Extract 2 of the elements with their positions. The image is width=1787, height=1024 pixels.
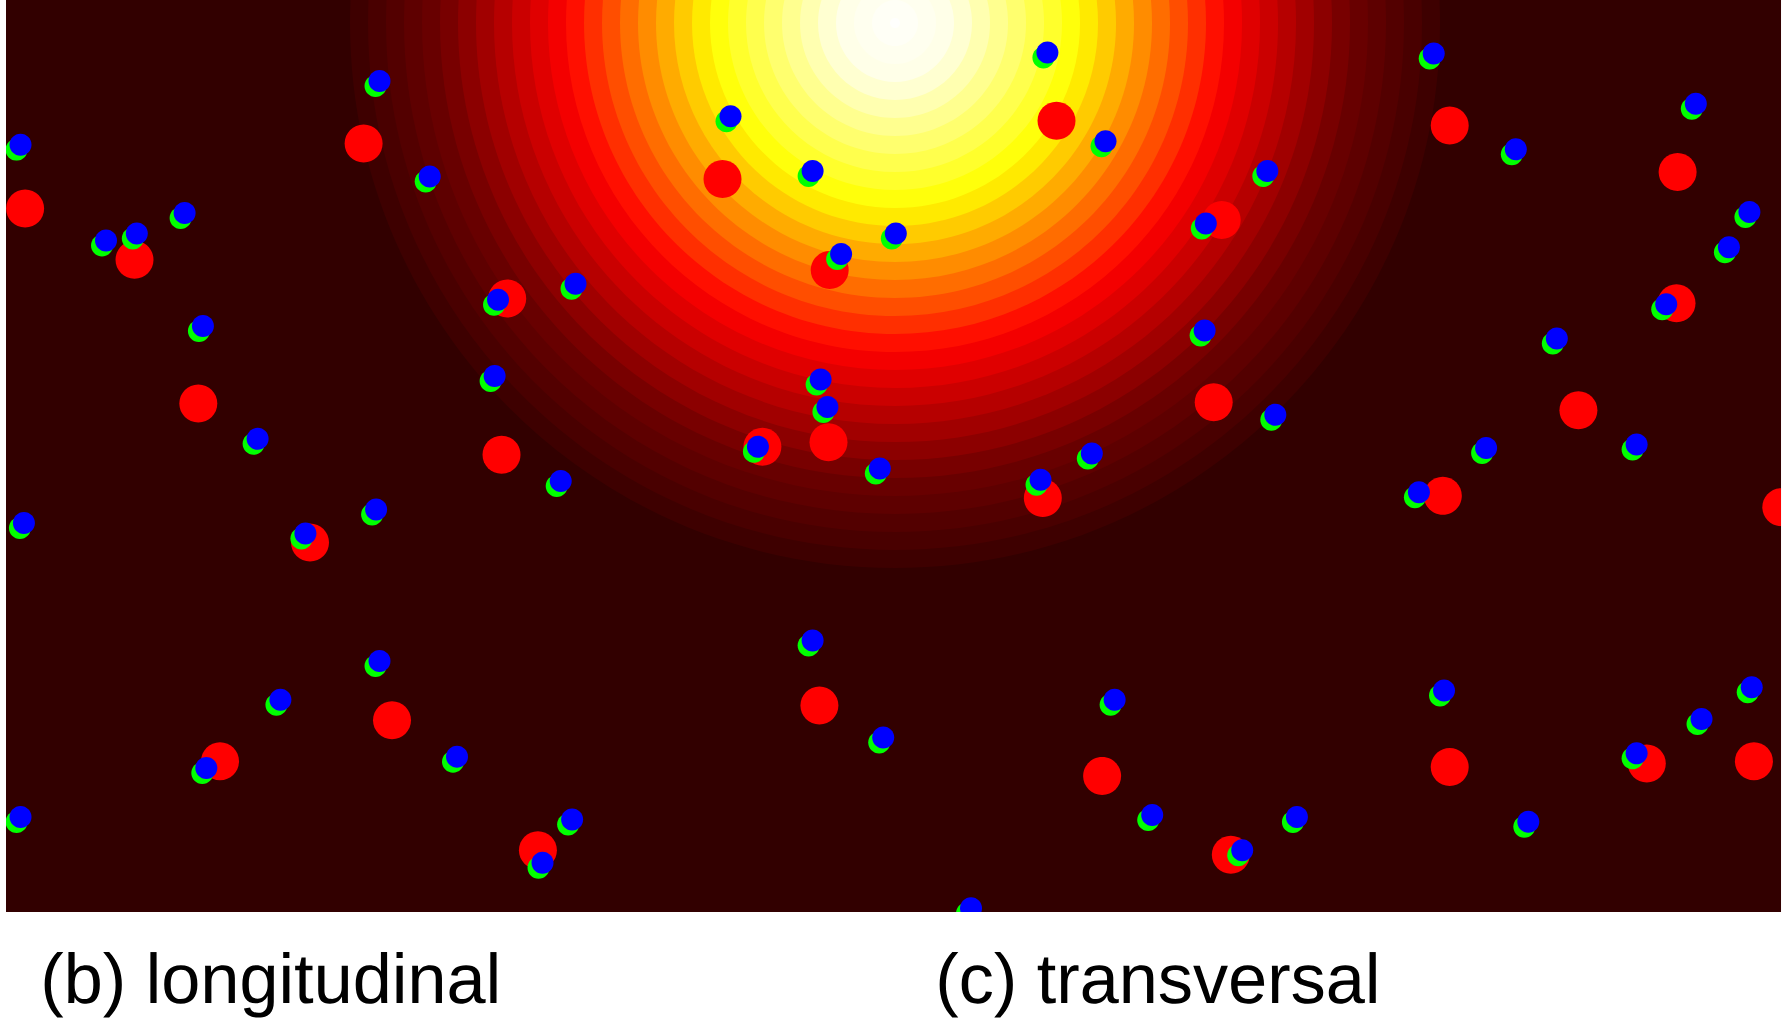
panel-caption: (b) longitudinal [44, 952, 497, 1018]
panel-caption: (c) transversal [939, 952, 1376, 1018]
